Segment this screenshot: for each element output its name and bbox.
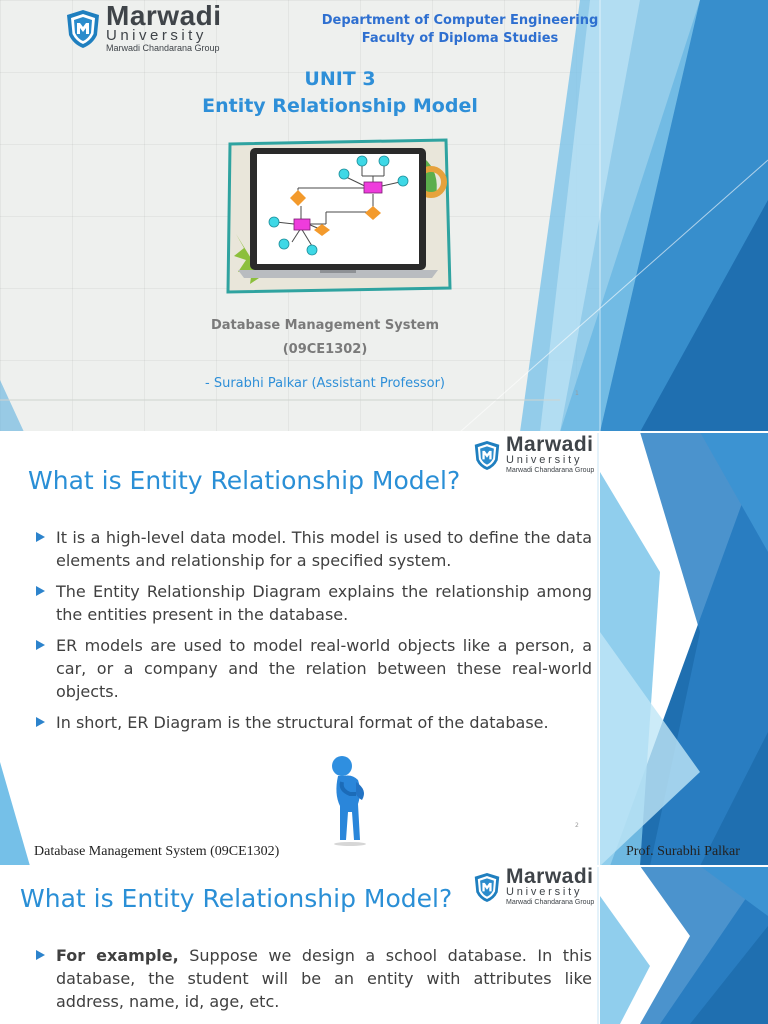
bullet-arrow-icon bbox=[36, 640, 45, 650]
laptop-er-diagram-illustration bbox=[226, 138, 452, 294]
slide-separator bbox=[0, 431, 768, 433]
bullet-list: For example, Suppose we design a school … bbox=[36, 944, 592, 1021]
page-number: 2 bbox=[575, 822, 579, 829]
page-number: 1 bbox=[575, 390, 579, 397]
slide-title: What is Entity Relationship Model? bbox=[28, 466, 461, 495]
bullet-arrow-icon bbox=[36, 717, 45, 727]
bullet-list: It is a high-level data model. This mode… bbox=[36, 526, 592, 742]
bullet-arrow-icon bbox=[36, 950, 45, 960]
unit-number: UNIT 3 bbox=[304, 68, 376, 90]
shield-icon bbox=[66, 9, 100, 49]
unit-title: Entity Relationship Model bbox=[202, 95, 478, 117]
university-logo: Marwadi University Marwadi Chandarana Gr… bbox=[474, 866, 595, 907]
logo-brand: Marwadi bbox=[106, 0, 222, 31]
bullet-text: It is a high-level data model. This mode… bbox=[56, 528, 592, 570]
logo-subtitle: University bbox=[506, 886, 583, 898]
logo-brand: Marwadi bbox=[506, 433, 594, 456]
shield-icon bbox=[474, 872, 500, 903]
bullet-arrow-icon bbox=[36, 532, 45, 542]
bullet-text: The Entity Relationship Diagram explains… bbox=[56, 582, 592, 624]
bullet-bold-lead: For example, bbox=[56, 946, 179, 965]
bullet-item: It is a high-level data model. This mode… bbox=[36, 526, 592, 572]
course-name: Database Management System bbox=[210, 318, 440, 333]
course-code: (09CE1302) bbox=[282, 342, 368, 357]
bullet-item: The Entity Relationship Diagram explains… bbox=[36, 580, 592, 626]
slide-separator bbox=[0, 865, 768, 867]
bullet-item: For example, Suppose we design a school … bbox=[36, 944, 592, 1013]
footer-course: Database Management System (09CE1302) bbox=[34, 844, 280, 859]
unit-heading: UNIT 3 Entity Relationship Model bbox=[160, 66, 520, 120]
bullet-item: In short, ER Diagram is the structural f… bbox=[36, 711, 592, 734]
faculty-name: Faculty of Diploma Studies bbox=[361, 31, 559, 46]
title-slide: Marwadi University Marwadi Chandarana Gr… bbox=[0, 0, 768, 432]
logo-subtitle: University bbox=[506, 454, 583, 466]
course-info: Database Management System (09CE1302) bbox=[180, 314, 470, 362]
logo-group: Marwadi Chandarana Group bbox=[506, 467, 595, 474]
logo-brand: Marwadi bbox=[506, 866, 594, 888]
logo-group: Marwadi Chandarana Group bbox=[106, 43, 220, 53]
slide-title: What is Entity Relationship Model? bbox=[20, 884, 453, 913]
thinking-person-figure bbox=[332, 756, 366, 846]
logo-group: Marwadi Chandarana Group bbox=[506, 899, 595, 906]
logo-subtitle: University bbox=[106, 27, 207, 44]
shield-icon bbox=[474, 440, 500, 471]
university-logo: Marwadi University Marwadi Chandarana Gr… bbox=[66, 0, 222, 54]
content-slide-2: Marwadi University Marwadi Chandarana Gr… bbox=[0, 432, 768, 866]
author-line: - Surabhi Palkar (Assistant Professor) bbox=[205, 376, 445, 391]
bullet-text: Suppose we design a school database. In … bbox=[56, 946, 592, 1011]
bullet-text: In short, ER Diagram is the structural f… bbox=[56, 713, 549, 732]
department-heading: Department of Computer Engineering Facul… bbox=[300, 12, 620, 48]
department-name: Department of Computer Engineering bbox=[321, 13, 599, 28]
footer-author: Prof. Surabhi Palkar bbox=[626, 844, 740, 859]
university-logo: Marwadi University Marwadi Chandarana Gr… bbox=[474, 433, 595, 475]
bullet-text: ER models are used to model real-world o… bbox=[56, 636, 592, 701]
bullet-item: ER models are used to model real-world o… bbox=[36, 634, 592, 703]
content-slide-3: Marwadi University Marwadi Chandarana Gr… bbox=[0, 866, 768, 1024]
bullet-arrow-icon bbox=[36, 586, 45, 596]
